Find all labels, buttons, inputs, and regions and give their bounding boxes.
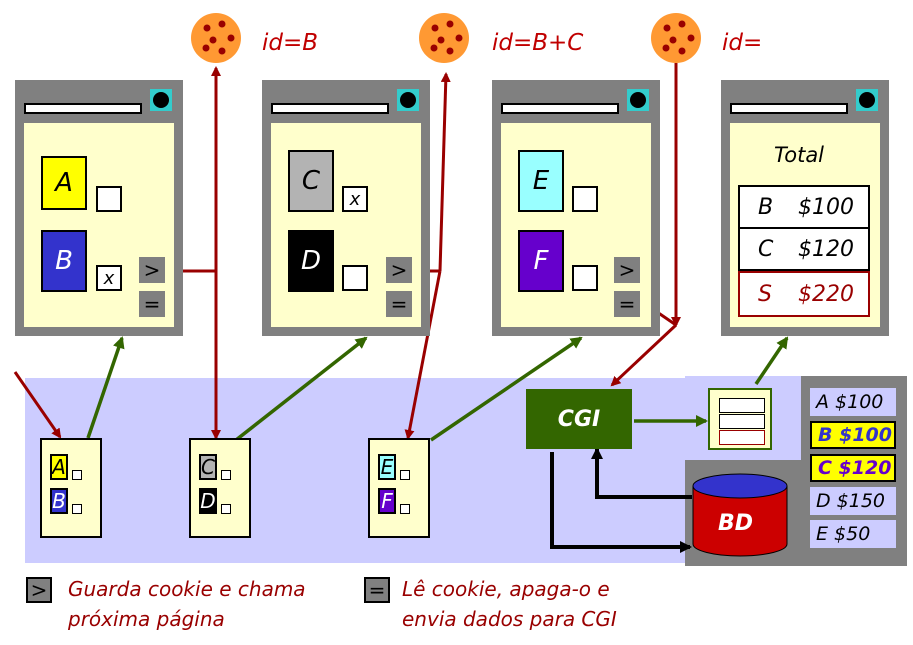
page-item: F: [378, 488, 396, 514]
page-checkbox: [72, 504, 82, 514]
page-item: B: [50, 488, 68, 514]
checkbox[interactable]: [572, 265, 598, 291]
page-checkbox: [221, 504, 231, 514]
db-row-selected: B $100: [810, 421, 896, 449]
result-page-icon: [708, 388, 772, 450]
checkbox[interactable]: [572, 186, 598, 212]
page-checkbox: [72, 470, 82, 480]
checkbox[interactable]: [342, 265, 368, 291]
server-page: A B: [40, 438, 102, 538]
close-icon[interactable]: [397, 89, 419, 111]
db-flow-arrows: [550, 447, 692, 553]
total-row-price: $100: [798, 194, 854, 220]
db-label: BD: [718, 511, 754, 536]
title-bar: [24, 103, 142, 114]
submit-button[interactable]: =: [139, 291, 165, 317]
total-row: C $120: [738, 227, 870, 271]
close-icon[interactable]: [150, 89, 172, 111]
cookie-label: id=: [722, 30, 763, 56]
checkbox[interactable]: x: [342, 186, 368, 212]
server-page: E F: [368, 438, 430, 538]
total-row-price: $220: [798, 281, 854, 307]
legend-line: Guarda cookie e chama: [68, 577, 306, 601]
total-title: Total: [774, 143, 825, 167]
db-row-selected: C $120: [810, 454, 896, 482]
total-row-item: C: [758, 236, 774, 262]
product-item: F: [518, 230, 564, 292]
submit-button[interactable]: =: [386, 291, 412, 317]
database-icon: [692, 473, 788, 557]
page-flow-arrows: [86, 336, 789, 442]
total-row-sum: S $220: [738, 271, 870, 317]
title-bar: [271, 103, 389, 114]
legend-line: Lê cookie, apaga-o e: [402, 577, 610, 601]
legend-submit-symbol: =: [364, 577, 390, 603]
product-item: D: [288, 230, 334, 292]
checkbox[interactable]: x: [96, 265, 122, 291]
legend-submit-text: Lê cookie, apaga-o e envia dados para CG…: [402, 574, 617, 634]
submit-button[interactable]: =: [614, 291, 640, 317]
page-item: D: [199, 488, 217, 514]
page-item: C: [199, 454, 217, 480]
next-button[interactable]: >: [386, 257, 412, 283]
product-item: B: [41, 230, 87, 292]
title-bar: [730, 103, 848, 114]
next-button[interactable]: >: [139, 257, 165, 283]
total-row-item: B: [758, 194, 774, 220]
total-row: B $100: [738, 185, 870, 229]
total-row-price: $120: [798, 236, 854, 262]
page-item: A: [50, 454, 68, 480]
db-row: E $50: [810, 520, 896, 548]
page-item: E: [378, 454, 396, 480]
server-page: C D: [189, 438, 251, 538]
cookie-flow-arrows: [13, 63, 681, 440]
close-icon[interactable]: [627, 89, 649, 111]
total-row-item: S: [758, 281, 772, 307]
title-bar: [501, 103, 619, 114]
product-item: E: [518, 150, 564, 212]
cookie-label: id=B+C: [492, 30, 584, 56]
db-row: A $100: [810, 388, 896, 416]
product-item: C: [288, 150, 334, 212]
cookie-icon: [191, 13, 241, 63]
legend-next-text: Guarda cookie e chama próxima página: [68, 574, 306, 634]
close-icon[interactable]: [856, 89, 878, 111]
legend-next-symbol: >: [26, 577, 52, 603]
cookie-label: id=B: [262, 30, 319, 56]
checkbox[interactable]: [96, 186, 122, 212]
cgi-box: CGI: [526, 389, 632, 449]
page-checkbox: [221, 470, 231, 480]
legend-line: envia dados para CGI: [402, 607, 617, 631]
cookie-icon: [651, 13, 701, 63]
legend-line: próxima página: [68, 607, 225, 631]
cookie-icon: [419, 13, 469, 63]
product-item: A: [41, 156, 87, 210]
page-checkbox: [400, 504, 410, 514]
next-button[interactable]: >: [614, 257, 640, 283]
db-row: D $150: [810, 487, 896, 515]
page-checkbox: [400, 470, 410, 480]
